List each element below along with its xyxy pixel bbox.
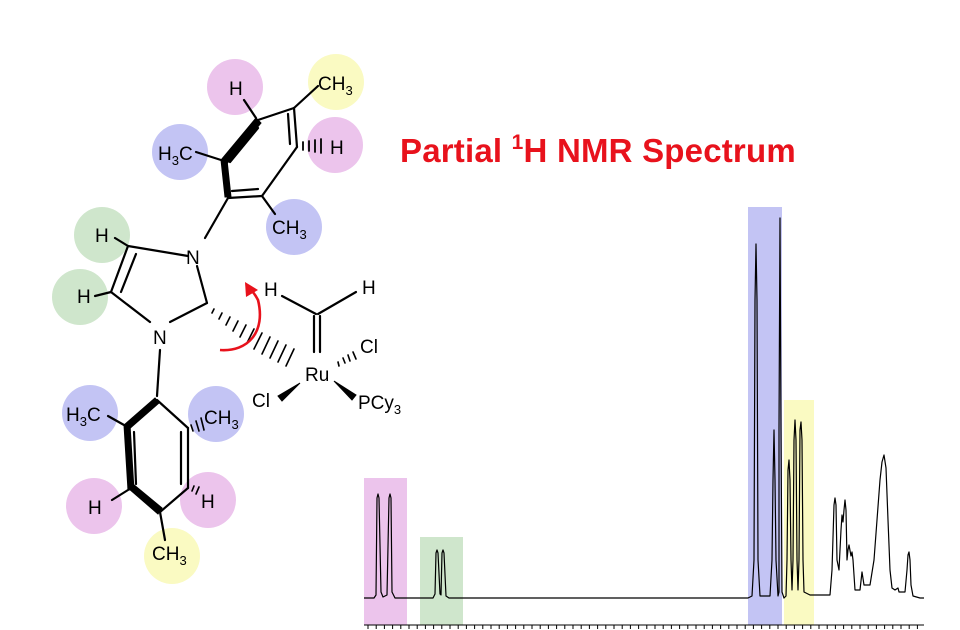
bond-n-bottom-to-ring: [155, 348, 162, 398]
imid-n-top-to-ch: [126, 244, 190, 258]
label-cl-right: Cl: [360, 337, 378, 358]
bond-to-h3c-lower: [106, 414, 126, 427]
green-circle-h-imid-1: [74, 207, 130, 263]
upper-ring-bond-2: [292, 106, 299, 149]
lower-ring-bold-edge-3: [127, 483, 163, 515]
title-suffix: H NMR Spectrum: [523, 132, 796, 169]
imid-ch-double-inner: [119, 252, 138, 294]
bond-to-ch3-mid: [260, 194, 277, 216]
label-h-top: H: [229, 79, 243, 100]
bond-alkylidene-to-h-left: [280, 294, 318, 316]
label-pcy3: PCy3: [358, 393, 401, 417]
upper-ring-bond-3: [260, 145, 299, 198]
upper-ring-inner-left: [228, 126, 260, 164]
yellow-circle-ch3-bottom: [144, 528, 200, 584]
upper-ring-bond-4-inner: [230, 187, 260, 193]
hash-c2-to-ru: [211, 308, 295, 367]
bond-h-imid-2: [93, 290, 113, 298]
bond-to-h-top: [242, 98, 258, 120]
molecule-bonds: [93, 84, 358, 542]
bond-ring-to-n-top: [203, 196, 230, 240]
lower-ring-bond-1: [155, 398, 190, 430]
blue-circle-ch3-lower: [188, 386, 244, 442]
label-h-carbene: H: [264, 280, 278, 301]
yellow-circle-ch3-top: [308, 54, 364, 110]
pink-circle-h-right: [307, 117, 363, 173]
hash-to-h-right: [302, 138, 322, 154]
lower-ring-bold-edge-2: [123, 424, 135, 491]
bond-to-ch3-top: [292, 84, 320, 110]
title-prefix: Partial: [400, 132, 512, 169]
upper-ring-bold-edge: [220, 117, 262, 167]
red-curved-arrow: [219, 282, 262, 352]
label-ch3-mid: CH3: [272, 218, 307, 242]
label-h-lower-left: H: [88, 498, 102, 519]
upper-ring-bond-2-inner: [286, 112, 292, 146]
hash-ru-to-cl-right: [337, 351, 357, 367]
label-h-imid-2: H: [77, 287, 91, 308]
wedge-ru-to-cl-left: [277, 382, 301, 402]
label-ch3-lower: CH3: [204, 408, 239, 432]
bond-alkylidene-to-h-right: [316, 290, 358, 316]
upper-ring-bold-edge-2: [220, 159, 232, 198]
label-h-right-top: H: [330, 138, 344, 159]
hash-to-ch3-lower: [190, 417, 205, 432]
blue-region: [748, 207, 782, 625]
label-h-alkylidene: H: [362, 278, 376, 299]
blue-circle-ch3-mid: [266, 199, 322, 255]
spectrum-trace: [364, 217, 924, 599]
wedge-ru-to-pcy3: [333, 380, 357, 401]
label-ch3-top: CH3: [318, 74, 353, 98]
bond-to-h3c-left: [194, 150, 223, 162]
label-cl-left: Cl: [252, 391, 270, 412]
pink-circle-h-top: [207, 59, 263, 115]
label-ch3-bottom: CH3: [152, 544, 187, 568]
imid-ch-double: [109, 244, 130, 294]
imid-n-bottom-to-c2: [168, 301, 209, 324]
lower-ring-inner-left: [132, 430, 138, 486]
molecule-labels: H CH3 H3C H CH3 H H N N H H Cl Ru Cl PCy…: [66, 74, 401, 568]
title-superscript: 1: [511, 131, 524, 154]
axis-ticks: [367, 625, 918, 629]
label-h3c-lower: H3C: [66, 405, 101, 429]
blue-circle-h3c-lower: [62, 385, 118, 441]
label-h-imid-1: H: [95, 226, 109, 247]
nmr-spectrum: [364, 207, 924, 629]
pink-region: [364, 478, 407, 625]
label-n-bottom: N: [153, 328, 167, 349]
pink-circle-h-lower-left: [66, 478, 122, 534]
spectrum-title: Partial 1H NMR Spectrum: [400, 132, 796, 170]
bond-h-imid-1: [113, 236, 130, 248]
label-ru: Ru: [305, 365, 329, 386]
imid-ch-to-n-bottom: [109, 290, 152, 324]
arrow-head: [245, 282, 258, 297]
bond-to-ch3-bottom: [158, 510, 167, 542]
hash-to-h-lower-right: [191, 485, 200, 495]
imid-c2-to-n-top: [195, 264, 209, 305]
lower-ring-bond-3: [158, 486, 190, 514]
label-n-top: N: [186, 248, 200, 269]
highlight-circles: [52, 54, 364, 584]
green-circle-h-imid-2: [52, 269, 108, 325]
label-h3c-left: H3C: [158, 144, 193, 168]
arrow-curve: [219, 289, 262, 352]
label-h-lower-right: H: [201, 492, 215, 513]
blue-circle-h3c-left: [152, 124, 208, 180]
upper-ring-bond-1: [256, 106, 296, 122]
bond-to-h-lower-left: [110, 488, 130, 502]
upper-ring-bond-4: [226, 194, 264, 200]
